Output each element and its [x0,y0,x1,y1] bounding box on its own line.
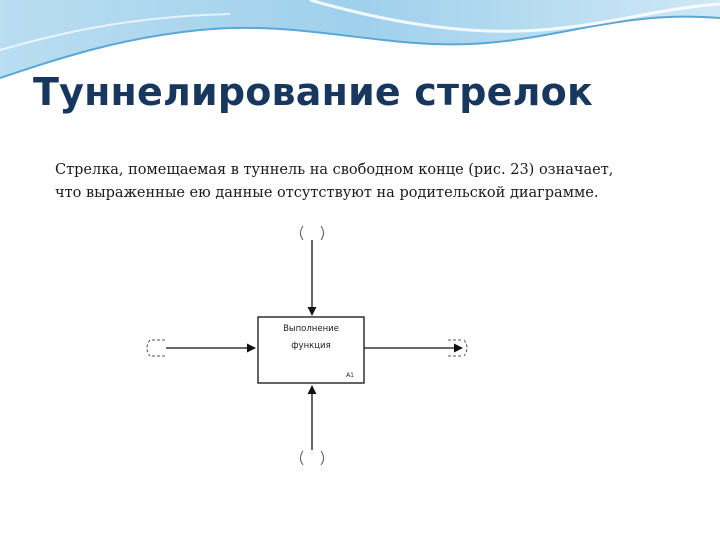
function-box-name-line-1: Выполнение [283,324,339,334]
mechanism-arrow [300,385,324,466]
body-text-line-2: что выраженные ею данные отсутствуют на … [55,185,599,201]
tunnel-parentheses-icon [448,339,468,357]
output-arrow [364,339,468,357]
tunnel-parentheses-icon [300,225,324,241]
tunnel-parentheses-icon [300,450,324,466]
function-box-name-line-2: функция [291,341,330,351]
body-text-line-1: Стрелка, помещаемая в туннель на свободн… [55,162,614,178]
tunnel-parentheses-icon [146,339,166,357]
control-arrow [300,225,324,316]
input-arrow [146,339,256,357]
function-box [257,316,365,384]
function-box-node-number: A1 [346,372,354,379]
slide-title: Туннелирование стрелок [33,70,593,114]
decorative-wave-header [0,0,720,79]
